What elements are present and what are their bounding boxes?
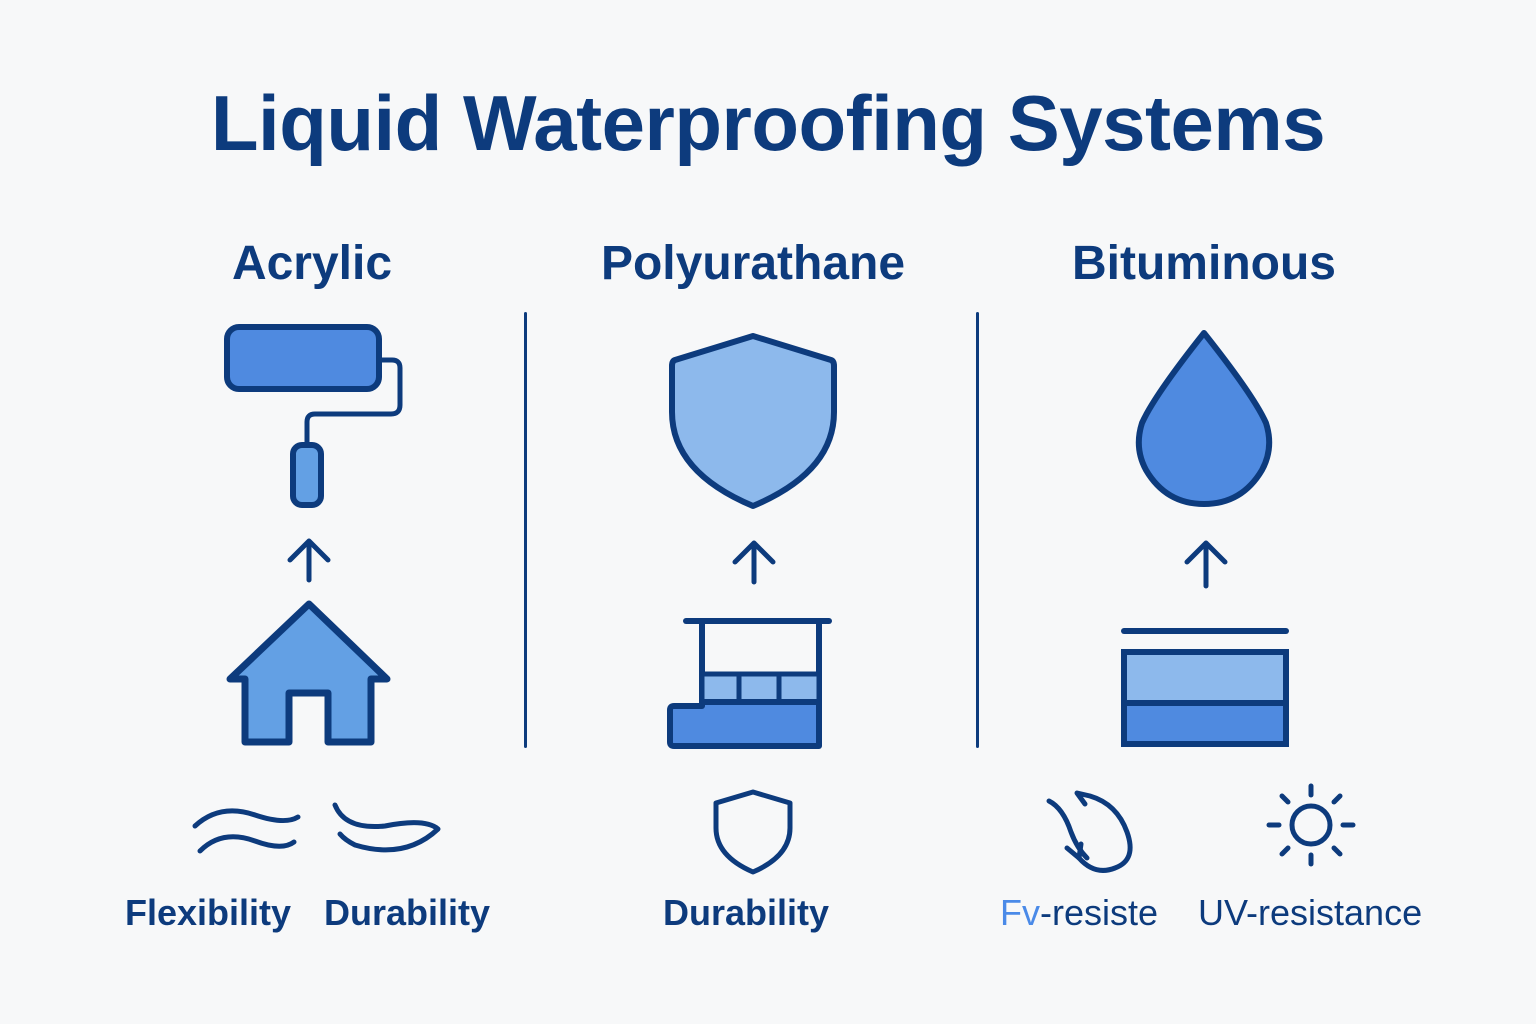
- sun-icon: [1266, 783, 1356, 867]
- shield-icon: [669, 333, 837, 509]
- page-title: Liquid Waterproofing Systems: [210, 79, 1326, 167]
- column-title-bituminous: Bituminous: [1072, 237, 1336, 290]
- arrow-up-icon: [732, 540, 776, 585]
- column-title-polyurethane: Polyurathane: [600, 237, 906, 290]
- feature-label-durability-acrylic: Durability: [324, 892, 491, 933]
- arrow-up-icon: [1184, 540, 1228, 589]
- flex-curve-icon: [332, 802, 441, 853]
- layered-membrane-icon: [1121, 628, 1289, 747]
- balcony-structure-icon: [667, 618, 832, 749]
- waves-icon: [192, 808, 301, 854]
- feature-label-uv-resistance: UV-resistance: [1198, 892, 1423, 933]
- paint-roller-icon: [224, 324, 403, 508]
- curved-arrow-icon: [1046, 790, 1133, 873]
- shield-outline-icon: [713, 789, 793, 875]
- feature-label-resistance: Fv-resiste: [1000, 892, 1159, 933]
- feature-label-flexibility: Flexibility: [125, 892, 292, 933]
- column-title-acrylic: Acrylic: [231, 237, 393, 290]
- house-icon: [226, 600, 391, 746]
- arrow-up-icon: [287, 538, 331, 583]
- feature-label-prefix: Fv: [1000, 892, 1040, 933]
- column-divider-2: [976, 312, 979, 748]
- water-drop-icon: [1135, 330, 1273, 507]
- column-divider-1: [524, 312, 527, 748]
- feature-label-durability-polyurethane: Durability: [663, 892, 830, 933]
